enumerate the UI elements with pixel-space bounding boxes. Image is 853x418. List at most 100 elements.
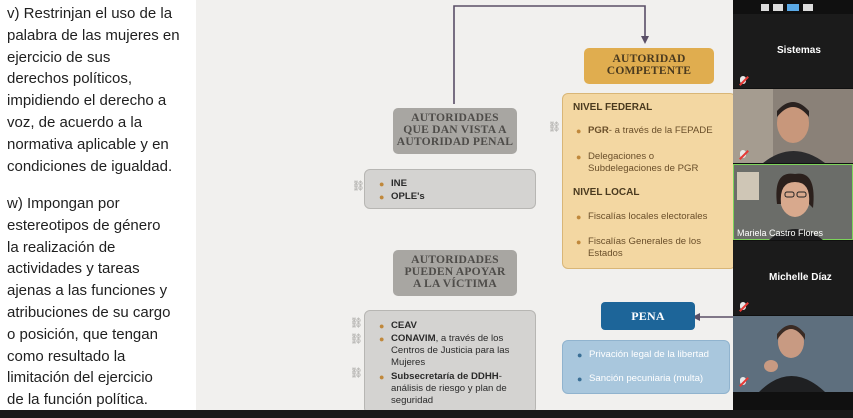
item-text: Estados — [588, 248, 623, 259]
view-icon[interactable] — [773, 4, 783, 11]
tag-line: AUTORIDAD — [612, 52, 686, 65]
list-item: ● PGR- a través de la FEPADE — [576, 125, 713, 137]
list-item: ● Subsecretaría de DDHH- análisis de rie… — [379, 371, 507, 407]
list-item: ● Privación legal de la libertad — [577, 349, 709, 361]
dan-vista-box: ● INE ● OPLE's — [364, 169, 536, 209]
paragraph-v: v) Restrinjan el uso de la palabra de la… — [7, 3, 180, 177]
participant-tile[interactable] — [733, 89, 853, 163]
text-line: condiciones de igualdad. — [7, 157, 173, 175]
participant-video — [733, 164, 853, 240]
muted-mic-icon — [738, 377, 748, 388]
tag-line: A LA VÍCTIMA — [412, 277, 497, 290]
grid-view-icon[interactable] — [787, 4, 799, 11]
link-icon: ⛓ — [548, 122, 561, 133]
text-line: palabra de las mujeres en — [7, 26, 180, 44]
tag-line: AUTORIDADES — [411, 111, 499, 124]
list-item: ● Fiscalías locales electorales — [576, 211, 707, 223]
tag-line: AUTORIDAD PENAL — [396, 135, 514, 148]
pena-box: ● Privación legal de la libertad ● Sanci… — [562, 340, 730, 394]
muted-mic-icon — [738, 150, 748, 161]
item-text: Subdelegaciones de PGR — [588, 163, 699, 174]
text-line: actividades y tareas — [7, 260, 140, 278]
bullet-icon: ● — [577, 350, 583, 360]
item-bold: CEAV — [391, 320, 417, 331]
bullet-icon: ● — [379, 321, 385, 331]
tag-line: PENA — [631, 309, 665, 323]
participant-tile[interactable] — [733, 316, 853, 392]
link-icon: ⛓ — [350, 318, 363, 329]
autoridad-competente-tag: AUTORIDAD COMPETENTE — [584, 48, 714, 84]
text-line: ejercicio de sus — [7, 48, 111, 66]
text-line: v) Restrinjan el uso de la — [7, 5, 173, 22]
text-line: la realización de — [7, 238, 116, 256]
tag-line: QUE DAN VISTA A — [403, 123, 507, 136]
text-line: como resultado la — [7, 347, 126, 365]
bullet-icon: ● — [577, 374, 583, 384]
list-item: ● Fiscalías Generales de los Estados — [576, 236, 702, 260]
list-item: ● INE — [379, 178, 407, 190]
apoyar-victima-tag: AUTORIDADES PUEDEN APOYAR A LA VÍCTIMA — [393, 250, 517, 296]
bullet-icon: ● — [379, 372, 385, 382]
participant-tile[interactable]: Michelle Díaz — [733, 241, 853, 315]
item-text: Centros de Justicia para las — [391, 345, 510, 356]
participant-name: Michelle Díaz — [769, 272, 832, 283]
bullet-icon: ● — [576, 126, 582, 136]
participant-video — [733, 89, 853, 163]
participant-tile[interactable]: Sistemas — [733, 14, 853, 88]
item-bold: OPLE's — [391, 191, 425, 202]
item-text: Delegaciones o — [588, 151, 655, 162]
text-line: atribuciones de su cargo — [7, 303, 171, 321]
nivel-local-heading: NIVEL LOCAL — [573, 187, 640, 198]
participant-name: Mariela Castro Flores — [737, 228, 824, 238]
bullet-icon: ● — [576, 237, 582, 247]
bullet-icon: ● — [576, 212, 582, 222]
text-line: normativa aplicable y en — [7, 135, 169, 153]
pena-tag: PENA — [601, 302, 695, 330]
text-line: de la función política. — [7, 391, 148, 409]
bullet-icon: ● — [379, 179, 385, 189]
dan-vista-tag: AUTORIDADES QUE DAN VISTA A AUTORIDAD PE… — [393, 108, 517, 154]
item-bold: CONAVIM — [391, 333, 436, 344]
text-line: estereotipos de género — [7, 216, 161, 234]
bottom-toolbar — [0, 410, 853, 418]
text-line: limitación del ejercicio — [7, 369, 153, 387]
tag-line: COMPETENTE — [606, 64, 692, 77]
nivel-federal-heading: NIVEL FEDERAL — [573, 102, 653, 113]
list-item: ● Delegaciones o Subdelegaciones de PGR — [576, 151, 699, 175]
participant-tile[interactable]: Mariela Castro Flores — [733, 164, 853, 240]
participant-name: Sistemas — [777, 45, 821, 56]
fullscreen-icon[interactable] — [803, 4, 813, 11]
item-text: Sanción pecuniaria (multa) — [589, 373, 704, 384]
bullet-icon: ● — [379, 192, 385, 202]
item-bold: INE — [391, 178, 407, 189]
participant-video — [733, 316, 853, 392]
apoyar-box: ● CEAV ● CONAVIM, a través de los Centro… — [364, 310, 536, 410]
bullet-icon: ● — [379, 334, 385, 344]
item-text: - a través de la FEPADE — [608, 125, 713, 136]
left-text-column: v) Restrinjan el uso de la palabra de la… — [0, 0, 196, 418]
link-icon: ⛓ — [350, 334, 363, 345]
bullet-icon: ● — [576, 152, 582, 162]
item-bold: PGR — [588, 125, 609, 136]
item-text: - — [498, 371, 502, 382]
text-line: w) Impongan por — [7, 195, 120, 212]
list-item: ● CEAV — [379, 320, 417, 332]
muted-mic-icon — [738, 76, 748, 87]
list-item: ● OPLE's — [379, 191, 425, 203]
tag-line: PUEDEN APOYAR — [404, 265, 506, 278]
text-line: ajenas a las funciones y — [7, 282, 168, 300]
text-line: o posición, que tengan — [7, 325, 158, 343]
text-line: derechos políticos, — [7, 70, 133, 88]
text-line: impidiendo el derecho a — [7, 92, 167, 110]
item-bold: Subsecretaría de DDHH — [391, 371, 499, 382]
muted-mic-icon — [738, 302, 748, 313]
item-text: Fiscalías Generales de los — [588, 236, 702, 247]
item-text: , a través de los — [435, 333, 504, 344]
item-text: análisis de riesgo y plan de — [391, 383, 507, 394]
minimize-icon[interactable] — [761, 4, 769, 11]
link-icon: ⛓ — [350, 368, 363, 379]
link-icon: ⛓ — [352, 181, 365, 192]
item-text: Privación legal de la libertad — [589, 349, 709, 360]
nivel-box: NIVEL FEDERAL ● PGR- a través de la FEPA… — [562, 93, 733, 269]
participants-panel: Sistemas Mariela Castro Flores Michelle … — [733, 0, 853, 418]
